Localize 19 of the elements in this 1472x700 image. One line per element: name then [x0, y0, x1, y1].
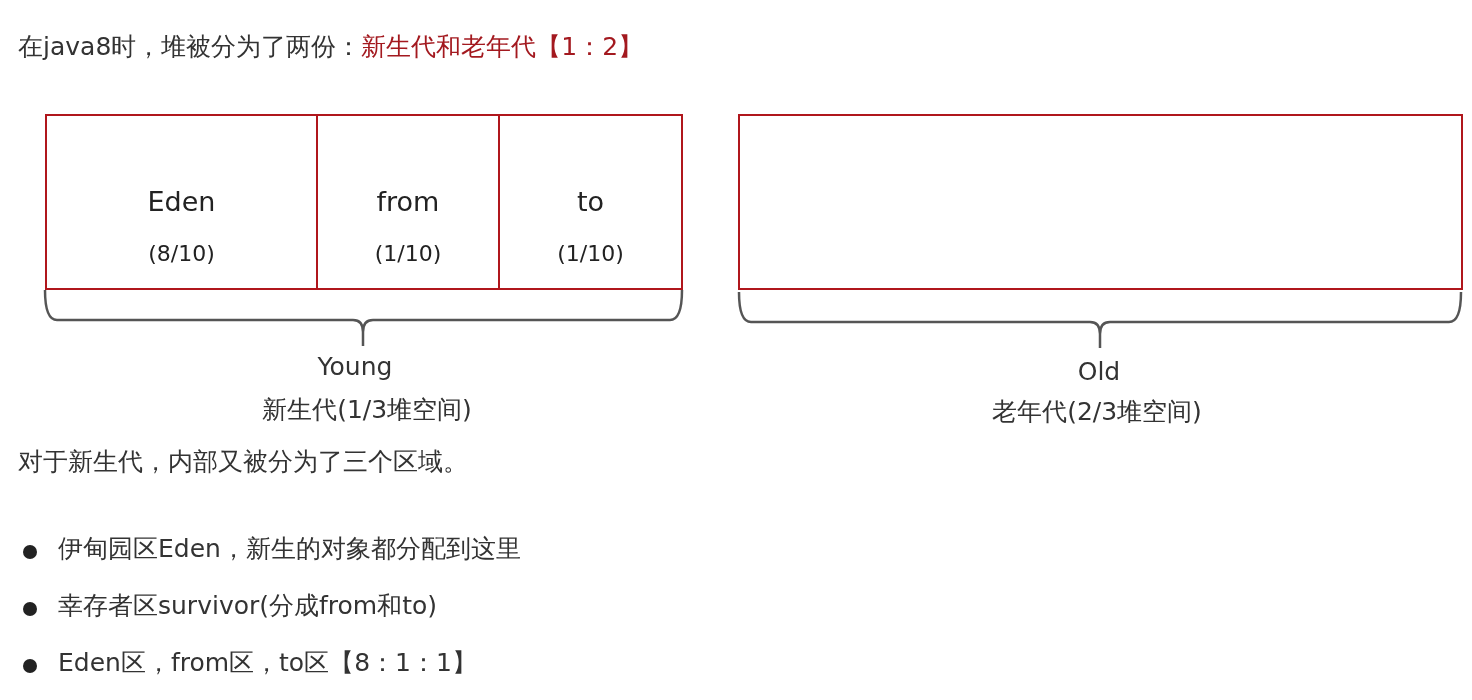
brace-label: 新生代(1/3堆空间) [262, 395, 472, 425]
list-item: 伊甸园区Eden，新生的对象都分配到这里 [58, 534, 521, 564]
ratio-label: (1/10) [556, 241, 625, 266]
brace-label: Young [317, 352, 393, 382]
region-label: from [375, 186, 441, 217]
region-box [500, 114, 683, 290]
region-label: to [575, 186, 606, 217]
brace-label: Old [1077, 357, 1121, 387]
ratio-label: (1/10) [373, 241, 443, 266]
list-item: Eden区，from区，to区【8：1：1】 [58, 648, 477, 678]
region-box [738, 114, 1463, 290]
region-box [318, 114, 500, 290]
region-label: Eden [146, 186, 217, 217]
list-item: 幸存者区survivor(分成from和to) [58, 591, 438, 621]
heading: 在java8时，堆被分为了两份：新生代和老年代【1：2】 [18, 32, 644, 62]
ratio-label: (8/10) [147, 241, 216, 266]
paragraph: 对于新生代，内部又被分为了三个区域。 [18, 447, 468, 477]
region-box [45, 114, 318, 290]
brace-label: 老年代(2/3堆空间) [992, 397, 1202, 427]
